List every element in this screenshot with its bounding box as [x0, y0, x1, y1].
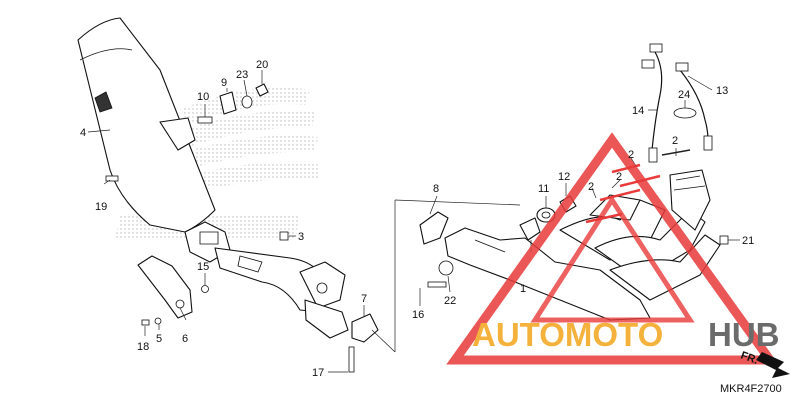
- callout-numbers: 1 2 2 2 2 3 4 5 6 7 8 9 10 11 12 13 14 1…: [80, 59, 754, 379]
- callout-22: 22: [444, 295, 456, 307]
- leader-lines: [87, 70, 740, 373]
- callout-2: 2: [672, 135, 678, 147]
- muffler-assembly: [77, 17, 349, 339]
- callout-2: 2: [588, 181, 594, 193]
- callout-7: 7: [361, 293, 367, 305]
- callout-15: 15: [197, 261, 209, 273]
- front-direction-arrow: FR.: [739, 350, 790, 378]
- callout-9: 9: [221, 77, 227, 89]
- watermark-exclamation-icon: [530, 195, 695, 323]
- callout-20: 20: [256, 59, 268, 71]
- callout-19: 19: [95, 201, 107, 213]
- callout-1: 1: [520, 283, 526, 295]
- hardware-parts: [105, 83, 454, 373]
- callout-4: 4: [80, 127, 86, 139]
- callout-17: 17: [312, 367, 324, 379]
- callout-6: 6: [182, 333, 188, 345]
- callout-11: 11: [538, 183, 549, 195]
- callout-5: 5: [156, 333, 162, 345]
- watermark-triangle-icon: [446, 132, 779, 365]
- callout-16: 16: [412, 309, 424, 321]
- oxygen-sensors: [641, 43, 713, 163]
- gasket-8: [419, 211, 449, 245]
- callout-3: 3: [298, 231, 304, 243]
- callout-21: 21: [742, 235, 754, 247]
- watermark: AUTOMOTO HUB: [446, 132, 780, 365]
- callout-10: 10: [197, 91, 209, 103]
- diagram-code: MKR4F2700: [720, 383, 782, 395]
- callout-24: 24: [678, 89, 690, 101]
- callout-8: 8: [433, 183, 439, 195]
- watermark-word-automoto: AUTOMOTO: [472, 316, 663, 353]
- callout-23: 23: [236, 69, 248, 81]
- watermark-word-hub: HUB: [708, 316, 780, 353]
- direction-label: FR.: [739, 350, 760, 367]
- callout-2: 2: [628, 149, 634, 161]
- callout-12: 12: [558, 171, 570, 183]
- callout-2: 2: [616, 171, 622, 183]
- callout-13: 13: [716, 85, 728, 97]
- callout-18: 18: [137, 341, 149, 353]
- muffler-bracket: [137, 255, 193, 319]
- callout-14: 14: [632, 105, 644, 117]
- direction-arrow-icon: [756, 352, 790, 378]
